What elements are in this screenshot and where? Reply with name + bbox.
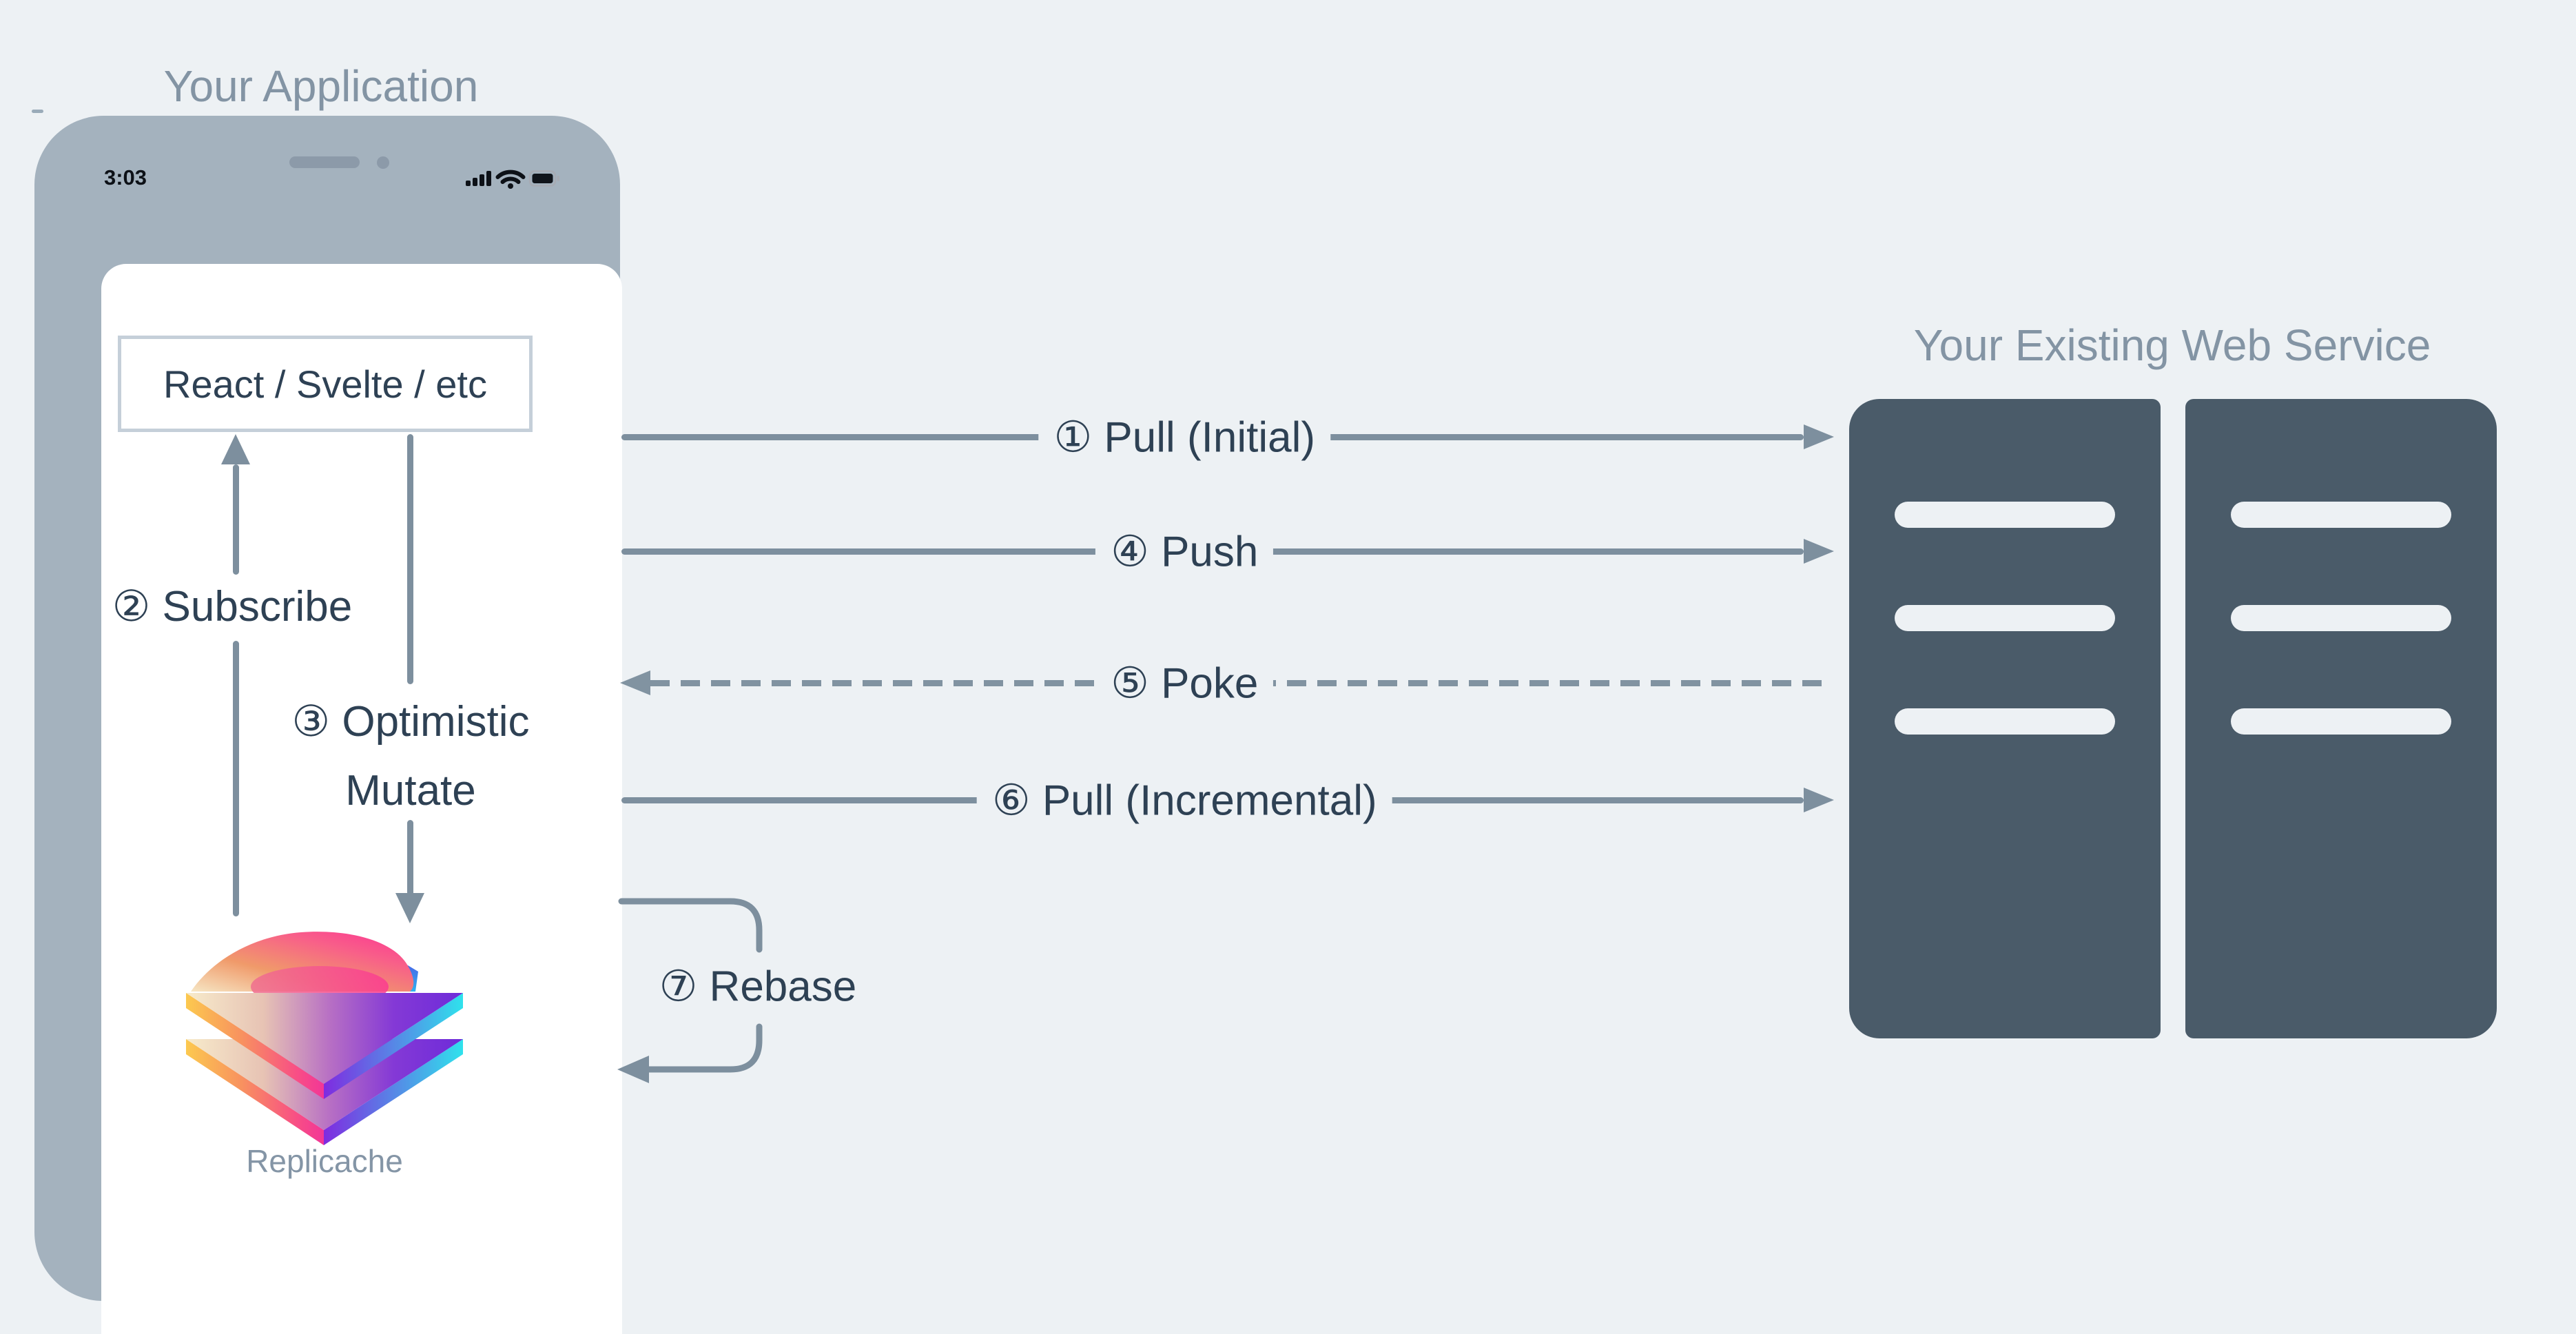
signal-bars-icon bbox=[466, 171, 491, 186]
status-icons bbox=[466, 170, 559, 189]
server-slot-bar bbox=[1895, 502, 2115, 528]
optimistic-mutate-line bbox=[407, 820, 413, 896]
arrow-down-icon bbox=[395, 893, 424, 923]
server-slot-bar bbox=[2231, 502, 2451, 528]
status-time: 3:03 bbox=[103, 165, 147, 189]
wifi-icon bbox=[495, 170, 526, 189]
flow-label: ⑥ Pull (Incremental) bbox=[977, 774, 1392, 825]
replicache-label: Replicache bbox=[246, 1143, 403, 1179]
arrow-left-icon bbox=[620, 670, 650, 695]
left-panel-title: Your Application bbox=[163, 61, 479, 111]
optimistic-mutate-label: ③ Optimistic Mutate bbox=[238, 688, 583, 825]
replicache-logo bbox=[186, 932, 463, 1145]
phone-frame bbox=[34, 116, 622, 1334]
battery-icon bbox=[528, 170, 559, 187]
flow-label: ⑤ Poke bbox=[1095, 657, 1274, 708]
flow-label: ④ Push bbox=[1095, 526, 1274, 577]
server-slot-bar bbox=[1895, 708, 2115, 735]
optimistic-mutate-label-line1: ③ Optimistic bbox=[291, 698, 530, 746]
subscribe-label: ② Subscribe bbox=[112, 583, 353, 630]
arrow-right-icon bbox=[1804, 788, 1834, 812]
server-rack-left bbox=[1849, 399, 2161, 1038]
server-slot-bar bbox=[2231, 708, 2451, 735]
framework-box: React / Svelte / etc bbox=[118, 336, 533, 432]
server-slot-bar bbox=[2231, 605, 2451, 631]
optimistic-mutate-line bbox=[407, 434, 413, 684]
optimistic-mutate-label-line2: Mutate bbox=[345, 767, 476, 814]
phone-notch bbox=[181, 148, 474, 188]
subscribe-line bbox=[233, 464, 239, 575]
server-rack-right bbox=[2185, 399, 2497, 1038]
server-slot-bar bbox=[1895, 605, 2115, 631]
arrow-left-icon bbox=[617, 1056, 649, 1083]
stray-mark bbox=[32, 110, 43, 113]
speaker-icon bbox=[289, 156, 360, 168]
arrow-right-icon bbox=[1804, 539, 1834, 564]
flow-label: ① Pull (Initial) bbox=[1038, 411, 1331, 462]
subscribe-line bbox=[233, 641, 239, 916]
arrow-up-icon bbox=[221, 434, 250, 464]
flow-label: ⑦ Rebase bbox=[659, 963, 857, 1011]
right-panel-title: Your Existing Web Service bbox=[1913, 320, 2431, 370]
camera-icon bbox=[377, 156, 389, 169]
flow-rebase bbox=[617, 898, 763, 1083]
arrow-right-icon bbox=[1804, 424, 1834, 449]
phone-screen bbox=[101, 264, 622, 1334]
framework-box-label: React / Svelte / etc bbox=[163, 362, 487, 406]
